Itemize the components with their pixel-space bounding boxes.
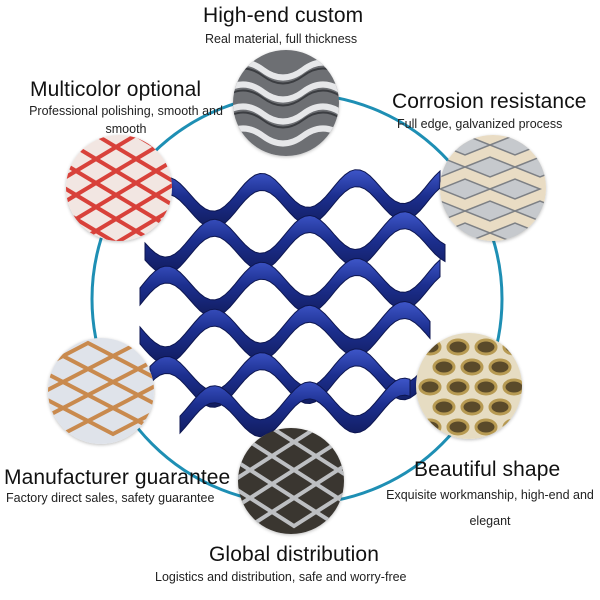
corrosion-subtitle: Full edge, galvanized process <box>397 117 563 131</box>
manufacturer-title: Manufacturer guarantee <box>4 466 231 489</box>
mesh-strand <box>144 211 446 275</box>
beautiful-subtitle: Exquisite workmanship, high-end and eleg… <box>386 488 594 528</box>
dark-mesh-swatch-icon <box>238 428 344 534</box>
multicolor-title: Multicolor optional <box>30 78 202 101</box>
mesh-strand <box>139 300 431 365</box>
mesh-strand <box>179 377 411 438</box>
multicolor-subtitle: Professional polishing, smooth and smoot… <box>29 104 223 136</box>
manufacturer-subtitle: Factory direct sales, safety guarantee <box>6 491 215 505</box>
global-title: Global distribution <box>209 543 379 566</box>
steel-mesh-swatch-icon <box>233 50 339 156</box>
red-mesh-swatch-icon <box>66 135 172 241</box>
high-end-title: High-end custom <box>203 4 364 27</box>
gold-hex-mesh-swatch-icon <box>416 333 522 439</box>
high-end-subtitle: Real material, full thickness <box>205 32 358 46</box>
copper-mesh-swatch-icon <box>48 338 154 444</box>
corrosion-title: Corrosion resistance <box>392 90 587 113</box>
global-subtitle: Logistics and distribution, safe and wor… <box>155 570 407 584</box>
mesh-strand <box>139 257 441 318</box>
beautiful-title: Beautiful shape <box>414 458 561 481</box>
silver-mesh-swatch-icon <box>440 135 546 241</box>
